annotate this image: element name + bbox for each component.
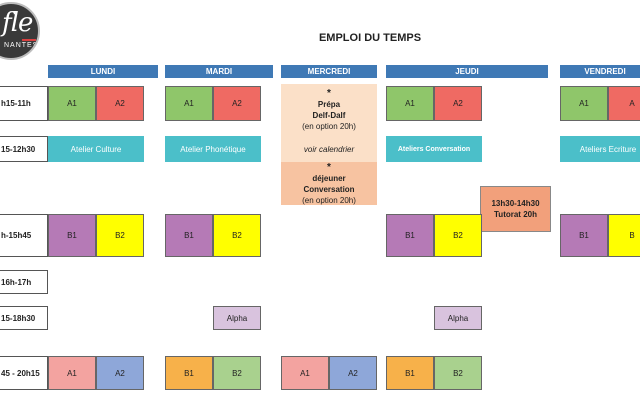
- tutorat-label: Tutorat 20h: [494, 210, 537, 219]
- lundi-b2: B2: [96, 214, 144, 257]
- mercredi-dejeuner-block: * déjeuner Conversation (en option 20h): [281, 162, 377, 205]
- prepa-subtitle: Delf-Dalf: [312, 111, 346, 120]
- ateliers-ecriture: Ateliers Ecriture: [560, 136, 640, 162]
- soir-mercredi-a2: A2: [329, 356, 377, 390]
- jeudi-a1: A1: [386, 86, 434, 121]
- day-header-vendredi: VENDREDI: [560, 65, 640, 78]
- day-header-mercredi: MERCREDI: [281, 65, 377, 78]
- jeudi-a2: A2: [434, 86, 482, 121]
- logo: fle NANTES: [0, 2, 40, 60]
- page-title: EMPLOI DU TEMPS: [318, 32, 422, 44]
- lundi-a1: A1: [48, 86, 96, 121]
- mardi-a1: A1: [165, 86, 213, 121]
- time-slot-4: 16h-17h: [0, 270, 48, 294]
- atelier-culture: Atelier Culture: [48, 136, 144, 162]
- time-slot-2: 15-12h30: [0, 136, 48, 162]
- time-slot-6: 45 - 20h15: [0, 356, 48, 390]
- tutorat-block: 13h30-14h30 Tutorat 20h: [480, 186, 551, 232]
- ateliers-conversation: Ateliers Conversation: [386, 136, 482, 162]
- soir-lundi-a1: A1: [48, 356, 96, 390]
- day-header-jeudi: JEUDI: [386, 65, 548, 78]
- dejeuner-subtitle: Conversation: [303, 184, 355, 194]
- day-header-mardi: MARDI: [165, 65, 273, 78]
- soir-lundi-a2: A2: [96, 356, 144, 390]
- logo-accent: [22, 39, 36, 41]
- soir-jeudi-b1: B1: [386, 356, 434, 390]
- asterisk-icon: *: [327, 88, 331, 99]
- mardi-a2: A2: [213, 86, 261, 121]
- day-header-lundi: LUNDI: [48, 65, 158, 78]
- mardi-b1: B1: [165, 214, 213, 257]
- lundi-a2: A2: [96, 86, 144, 121]
- dejeuner-title: déjeuner: [312, 173, 346, 183]
- prepa-option: (en option 20h): [302, 122, 356, 131]
- soir-mardi-b1: B1: [165, 356, 213, 390]
- mardi-b2: B2: [213, 214, 261, 257]
- tutorat-time: 13h30-14h30: [491, 199, 540, 208]
- logo-text: fle: [2, 8, 33, 38]
- jeudi-b1: B1: [386, 214, 434, 257]
- mardi-alpha: Alpha: [213, 306, 261, 330]
- mercredi-prepa-block: * Prépa Delf-Dalf (en option 20h): [281, 84, 377, 136]
- atelier-phonetique: Atelier Phonétique: [165, 136, 261, 162]
- time-slot-1: h15-11h: [0, 86, 48, 121]
- time-slot-3: h-15h45: [0, 214, 48, 257]
- lundi-b1: B1: [48, 214, 96, 257]
- time-slot-5: 15-18h30: [0, 306, 48, 330]
- prepa-title: Prépa: [317, 100, 341, 109]
- dejeuner-option: (en option 20h): [302, 195, 356, 205]
- jeudi-alpha: Alpha: [434, 306, 482, 330]
- soir-mardi-b2: B2: [213, 356, 261, 390]
- asterisk-icon: *: [327, 161, 331, 173]
- jeudi-b2: B2: [434, 214, 482, 257]
- logo-subtext: NANTES: [4, 42, 39, 49]
- soir-jeudi-b2: B2: [434, 356, 482, 390]
- vendredi-a1: A1: [560, 86, 608, 121]
- mercredi-calendrier: voir calendrier: [281, 136, 377, 162]
- vendredi-b2: B: [608, 214, 640, 257]
- soir-mercredi-a1: A1: [281, 356, 329, 390]
- vendredi-b1: B1: [560, 214, 608, 257]
- vendredi-a2: A: [608, 86, 640, 121]
